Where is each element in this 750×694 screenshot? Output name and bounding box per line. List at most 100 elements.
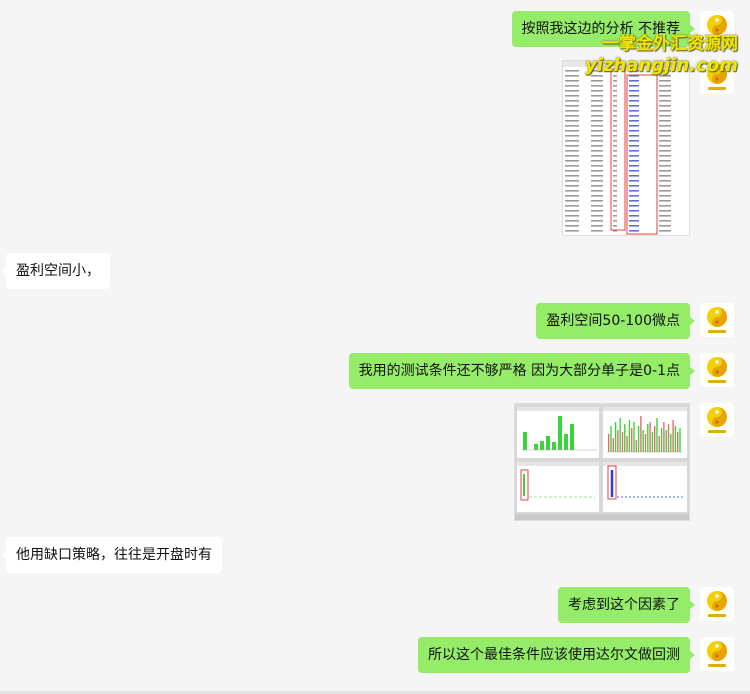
table-cell-line [659,95,671,97]
yin-yang-logo-icon [707,357,727,383]
table-cell-line [565,145,579,147]
table-cell-line [629,115,639,117]
avatar[interactable] [700,587,734,621]
table-cell-line [565,70,579,72]
table-cell-line [565,95,579,97]
table-cell-line [613,70,617,72]
table-cell-line [613,150,617,152]
avatar[interactable] [700,60,734,94]
yin-yang-logo-icon [707,64,727,90]
table-cell-line [629,195,639,197]
table-cell-line [613,215,617,217]
thumbnail-bar [665,430,667,452]
table-cell-line [565,230,579,232]
table-cell-line [591,225,603,227]
table-cell-line [659,185,671,187]
table-cell-line [565,220,579,222]
table-cell-line [659,135,671,137]
avatar[interactable] [700,353,734,387]
table-cell-line [591,70,603,72]
thumbnail-bar [663,422,665,452]
table-cell-line [591,185,603,187]
thumbnail-bar [633,422,635,452]
table-cell-line [659,200,671,202]
table-cell-line [565,130,579,132]
table-cell-line [591,135,603,137]
table-cell-line [613,115,617,117]
message-bubble-8[interactable]: 考虑到这个因素了 [558,587,695,623]
table-cell-line [591,130,603,132]
table-cell-line [591,230,603,232]
thumbnail-bar [612,438,614,452]
table-cell-line [613,100,617,102]
table-cell-line [659,145,671,147]
table-cell-line [629,145,639,147]
table-cell-line [591,170,603,172]
table-cell-line [629,150,639,152]
image-message-table[interactable] [562,60,690,236]
table-cell-line [591,120,603,122]
table-cell-line [629,175,639,177]
avatar[interactable] [700,11,734,45]
table-cell-line [613,165,617,167]
table-cell-line [613,130,617,132]
table-cell-line [591,75,603,77]
thumbnail-bar [679,428,681,452]
thumbnail-bar [674,426,677,452]
table-cell-line [613,125,617,127]
message-bubble-9[interactable]: 所以这个最佳条件应该使用达尔文做回测 [418,637,695,673]
table-cell-line [565,165,579,167]
thumbnail-bar [617,430,619,452]
table-cell-line [629,125,639,127]
thumbnail-bar [651,432,654,452]
table-cell-line [629,110,639,112]
message-bubble-5[interactable]: 我用的测试条件还不够严格 因为大部分单子是0-1点 [348,353,696,389]
table-cell-line [629,165,639,167]
table-cell-line [565,215,579,217]
table-cell-line [659,70,671,72]
thumbnail-bar [628,420,631,452]
table-cell-line [565,175,579,177]
thumbnail-bar [672,420,674,452]
table-cell-line [565,125,579,127]
input-area-divider [0,691,750,694]
table-cell-line [565,185,579,187]
table-cell-line [565,160,579,162]
table-cell-line [659,130,671,132]
table-cell-line [591,140,603,142]
table-cell-line [629,75,639,77]
table-cell-line [591,155,603,157]
image-message-charts[interactable] [514,403,690,521]
table-cell-line [629,180,639,182]
thumbnail-bar [614,422,617,452]
table-cell-line [591,85,603,87]
message-bubble-7[interactable]: 他用缺口策略，往往是开盘时有 [1,537,222,573]
yin-yang-logo-icon [707,641,727,667]
table-cell-line [629,70,639,72]
table-cell-line [565,100,579,102]
table-cell-line [565,120,579,122]
table-cell-line [613,230,617,232]
table-cell-line [629,80,639,82]
avatar[interactable] [700,403,734,437]
thumbnail-bar [621,432,624,452]
table-cell-line [629,200,639,202]
avatar[interactable] [700,303,734,337]
table-screenshot-thumbnail [563,61,689,235]
table-cell-line [659,215,671,217]
avatar[interactable] [700,637,734,671]
message-bubble-1[interactable]: 按照我这边的分析 不推荐 [511,11,696,47]
message-bubble-4[interactable]: 盈利空间50-100微点 [536,303,695,339]
table-cell-line [613,225,617,227]
yin-yang-logo-icon [707,307,727,333]
table-cell-line [565,115,579,117]
thumbnail-bar [626,436,628,452]
table-cell-line [591,100,603,102]
table-cell-line [565,190,579,192]
table-cell-line [565,195,579,197]
message-bubble-3[interactable]: 盈利空间小， [1,253,110,289]
thumbnail-bar [624,424,626,452]
table-cell-line [591,190,603,192]
table-cell-line [659,155,671,157]
table-cell-line [659,205,671,207]
